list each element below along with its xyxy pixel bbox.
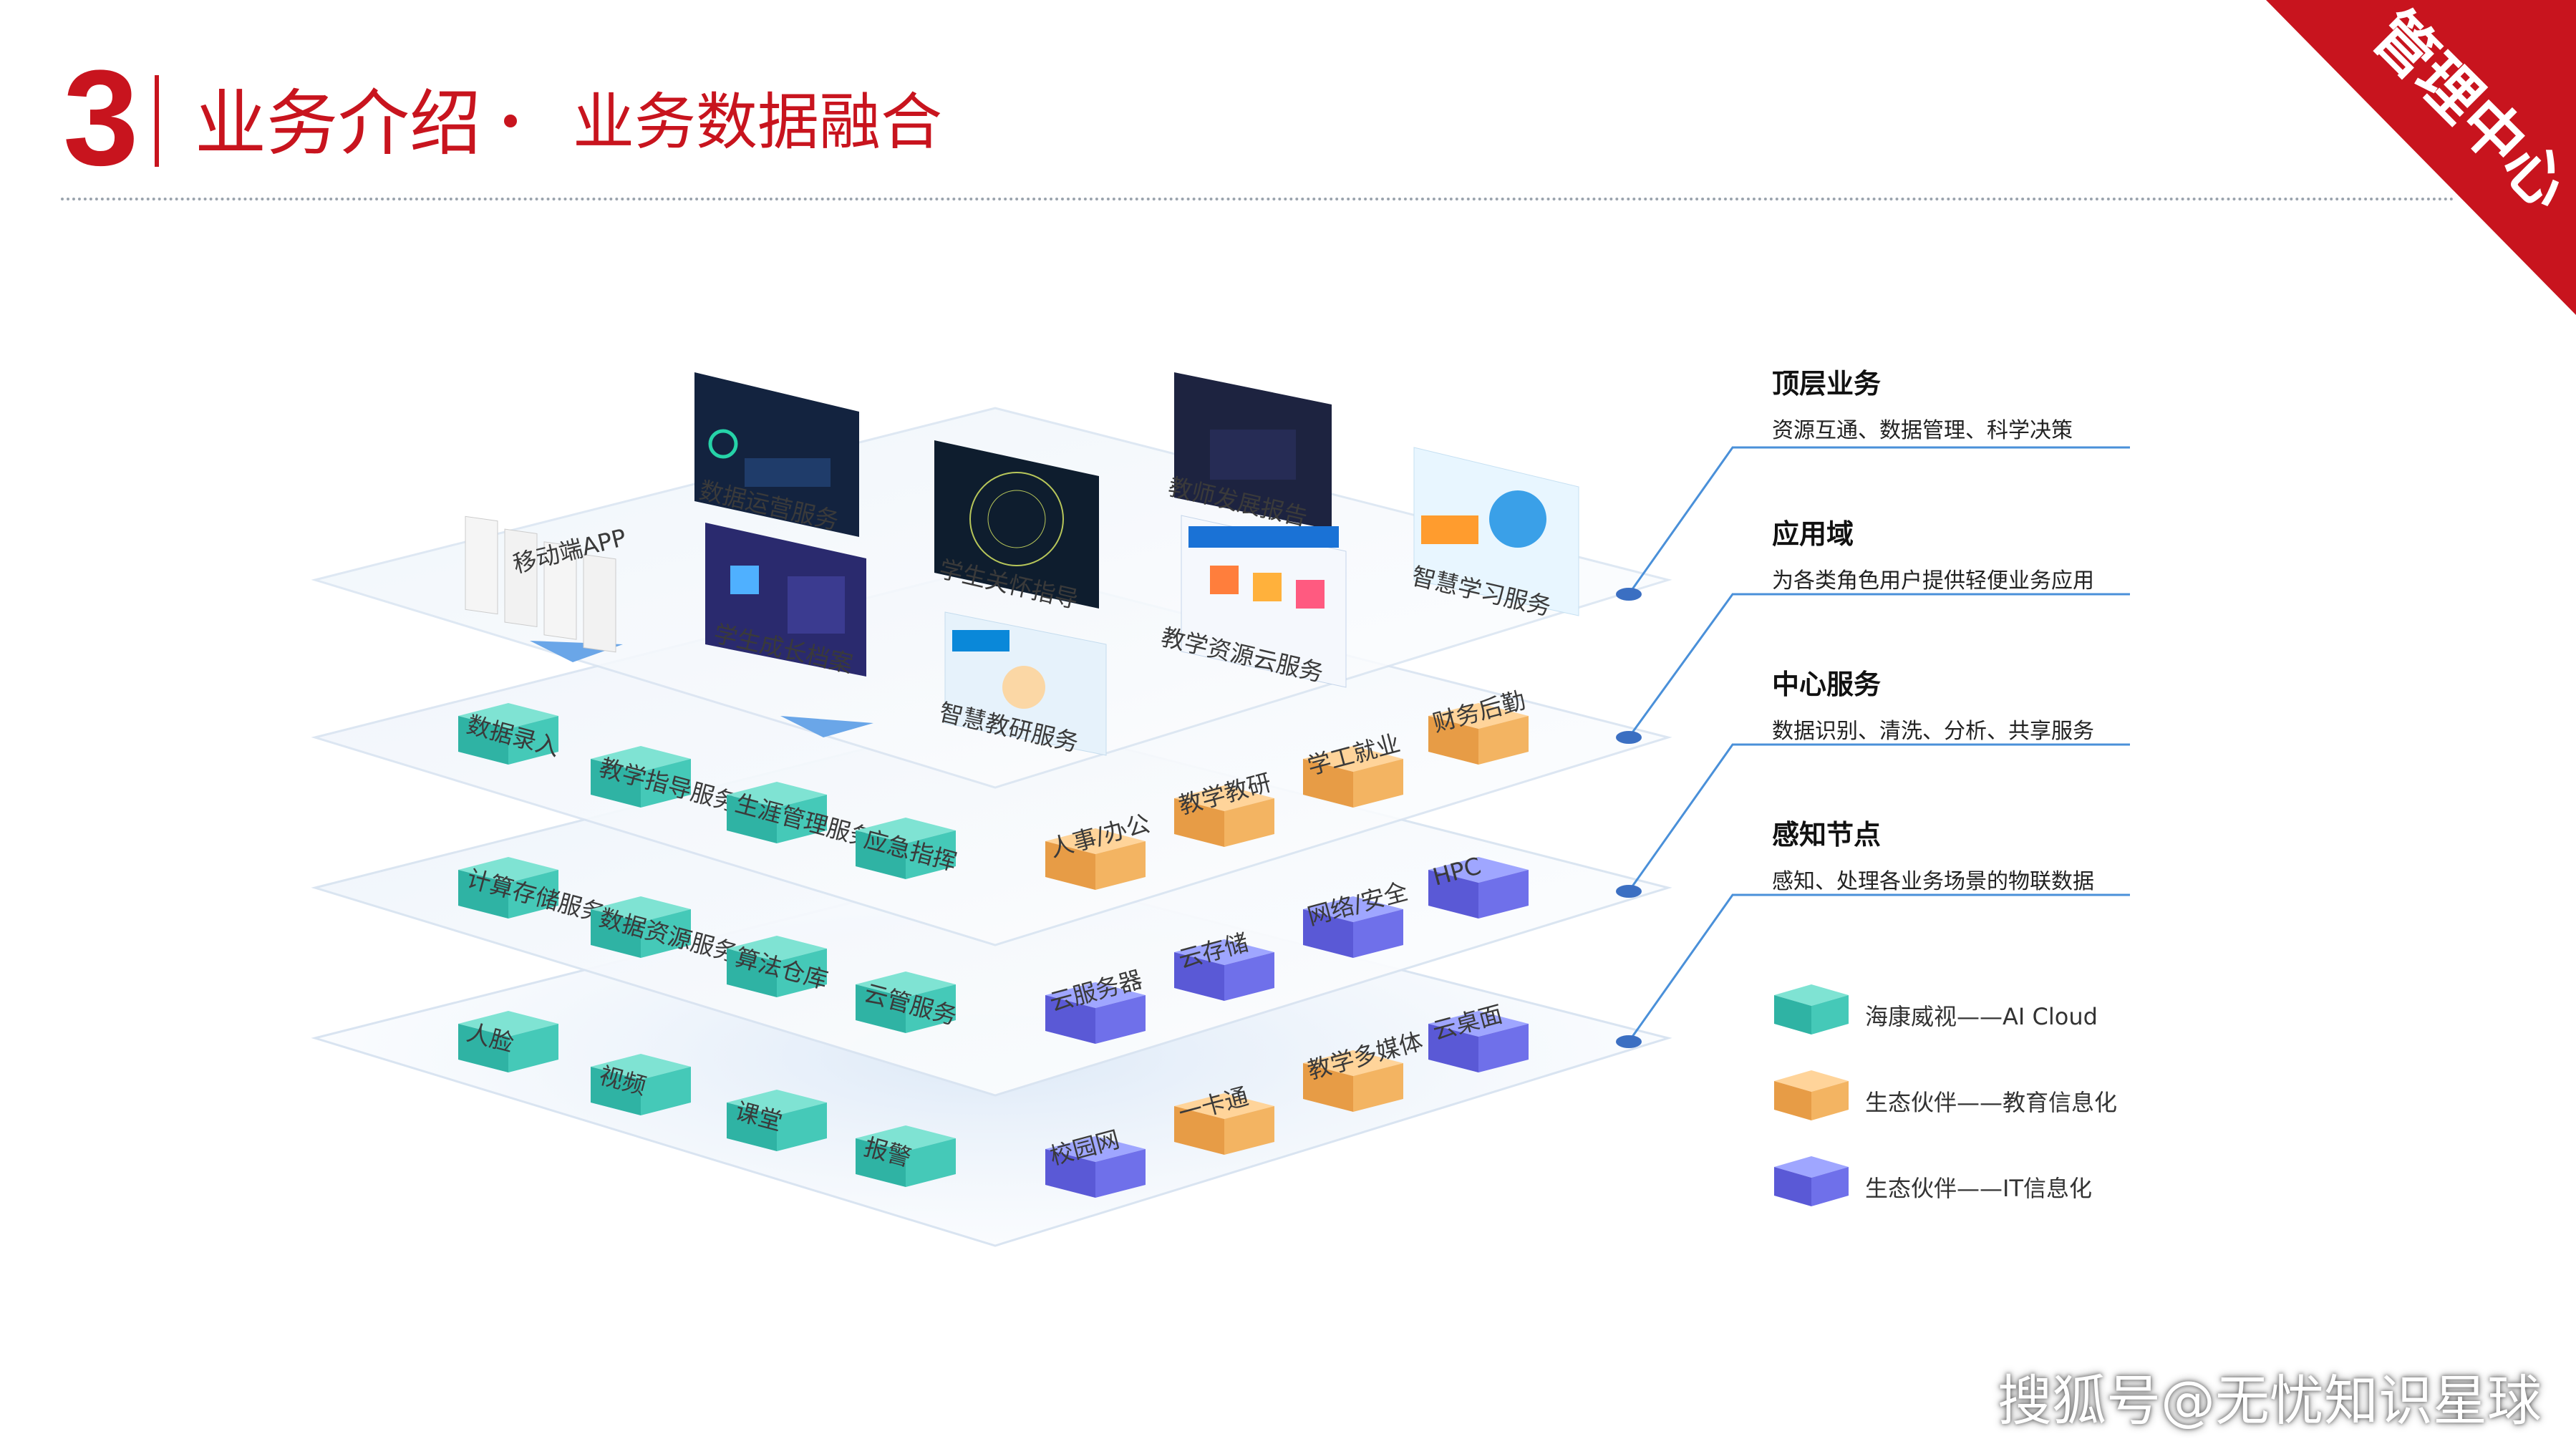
block-green: 课堂 <box>727 1090 827 1151</box>
screen-group: 移动端APP 数据运营服务 学生成长档案 学生关怀指导 智慧教研服务 <box>465 372 1579 757</box>
layer-app: 应用域 为各类角色用户提供轻便业务应用 <box>1772 512 2094 594</box>
screen-mobile-app: 移动端APP <box>465 515 629 653</box>
key-swatch-green <box>1774 984 1849 1035</box>
block-green: 应急指挥 <box>856 818 960 879</box>
block-blue: HPC <box>1428 852 1529 919</box>
block-orange: 一卡通 <box>1174 1082 1274 1155</box>
layer-title: 应用域 <box>1772 518 1854 550</box>
header-divider <box>61 198 2456 200</box>
layer-desc: 资源互通、数据管理、科学决策 <box>1772 418 2073 443</box>
connector-nodes <box>1616 588 1642 1048</box>
layer-desc: 数据识别、清洗、分析、共享服务 <box>1772 719 2094 744</box>
watermark: 搜狐号@无忧知识星球 <box>1998 1369 2542 1433</box>
key-swatch-blue <box>1774 1156 1849 1206</box>
block-orange: 人事/办公 <box>1045 809 1153 890</box>
screen-data-ops: 数据运营服务 <box>694 372 859 537</box>
block-green: 视频 <box>591 1054 691 1115</box>
screen-smart-research: 智慧教研服务 <box>936 611 1107 757</box>
layer-title: 顶层业务 <box>1772 368 1882 399</box>
screen-resource-cloud: 教学资源云服务 <box>1158 515 1347 688</box>
layer-node: 感知节点 感知、处理各业务场景的物联数据 <box>1772 813 2094 895</box>
block-blue: 校园网 <box>1045 1125 1146 1198</box>
block-orange: 财务后勤 <box>1428 686 1529 765</box>
block-green: 数据录入 <box>458 703 563 765</box>
title-dot <box>504 115 517 127</box>
key-swatch-orange <box>1774 1070 1849 1120</box>
layer-center: 中心服务 数据识别、清洗、分析、共享服务 <box>1772 662 2094 745</box>
section-number: 3 <box>63 42 139 194</box>
key-label-green: 海康威视——AI Cloud <box>1865 1003 2098 1030</box>
screen-student-care: 学生关怀指导 <box>934 440 1099 614</box>
block-green: 报警 <box>856 1125 956 1187</box>
layer-title: 感知节点 <box>1772 819 1882 851</box>
layer-top: 顶层业务 资源互通、数据管理、科学决策 <box>1772 362 2073 444</box>
section-title: 业务介绍 <box>195 82 481 165</box>
key-label-blue: 生态伙伴——IT信息化 <box>1865 1175 2092 1202</box>
header-separator <box>155 75 159 167</box>
legend-connectors <box>1627 446 2130 1042</box>
layer-title: 中心服务 <box>1772 669 1882 700</box>
block-green: 算法仓库 <box>727 936 831 997</box>
screen-smart-learning: 智慧学习服务 <box>1409 447 1579 621</box>
block-blue: 云存储 <box>1174 928 1274 1001</box>
block-green: 人脸 <box>458 1011 558 1072</box>
color-key-swatches <box>1774 984 1849 1206</box>
block-green: 云管服务 <box>856 972 960 1033</box>
flow-arrow-2 <box>780 716 873 737</box>
key-label-orange: 生态伙伴——教育信息化 <box>1865 1089 2118 1116</box>
section-subtitle: 业务数据融合 <box>573 87 942 158</box>
layer-desc: 感知、处理各业务场景的物联数据 <box>1772 869 2094 894</box>
block-orange: 教学多媒体 <box>1303 1027 1425 1112</box>
layer-desc: 为各类角色用户提供轻便业务应用 <box>1772 568 2094 593</box>
